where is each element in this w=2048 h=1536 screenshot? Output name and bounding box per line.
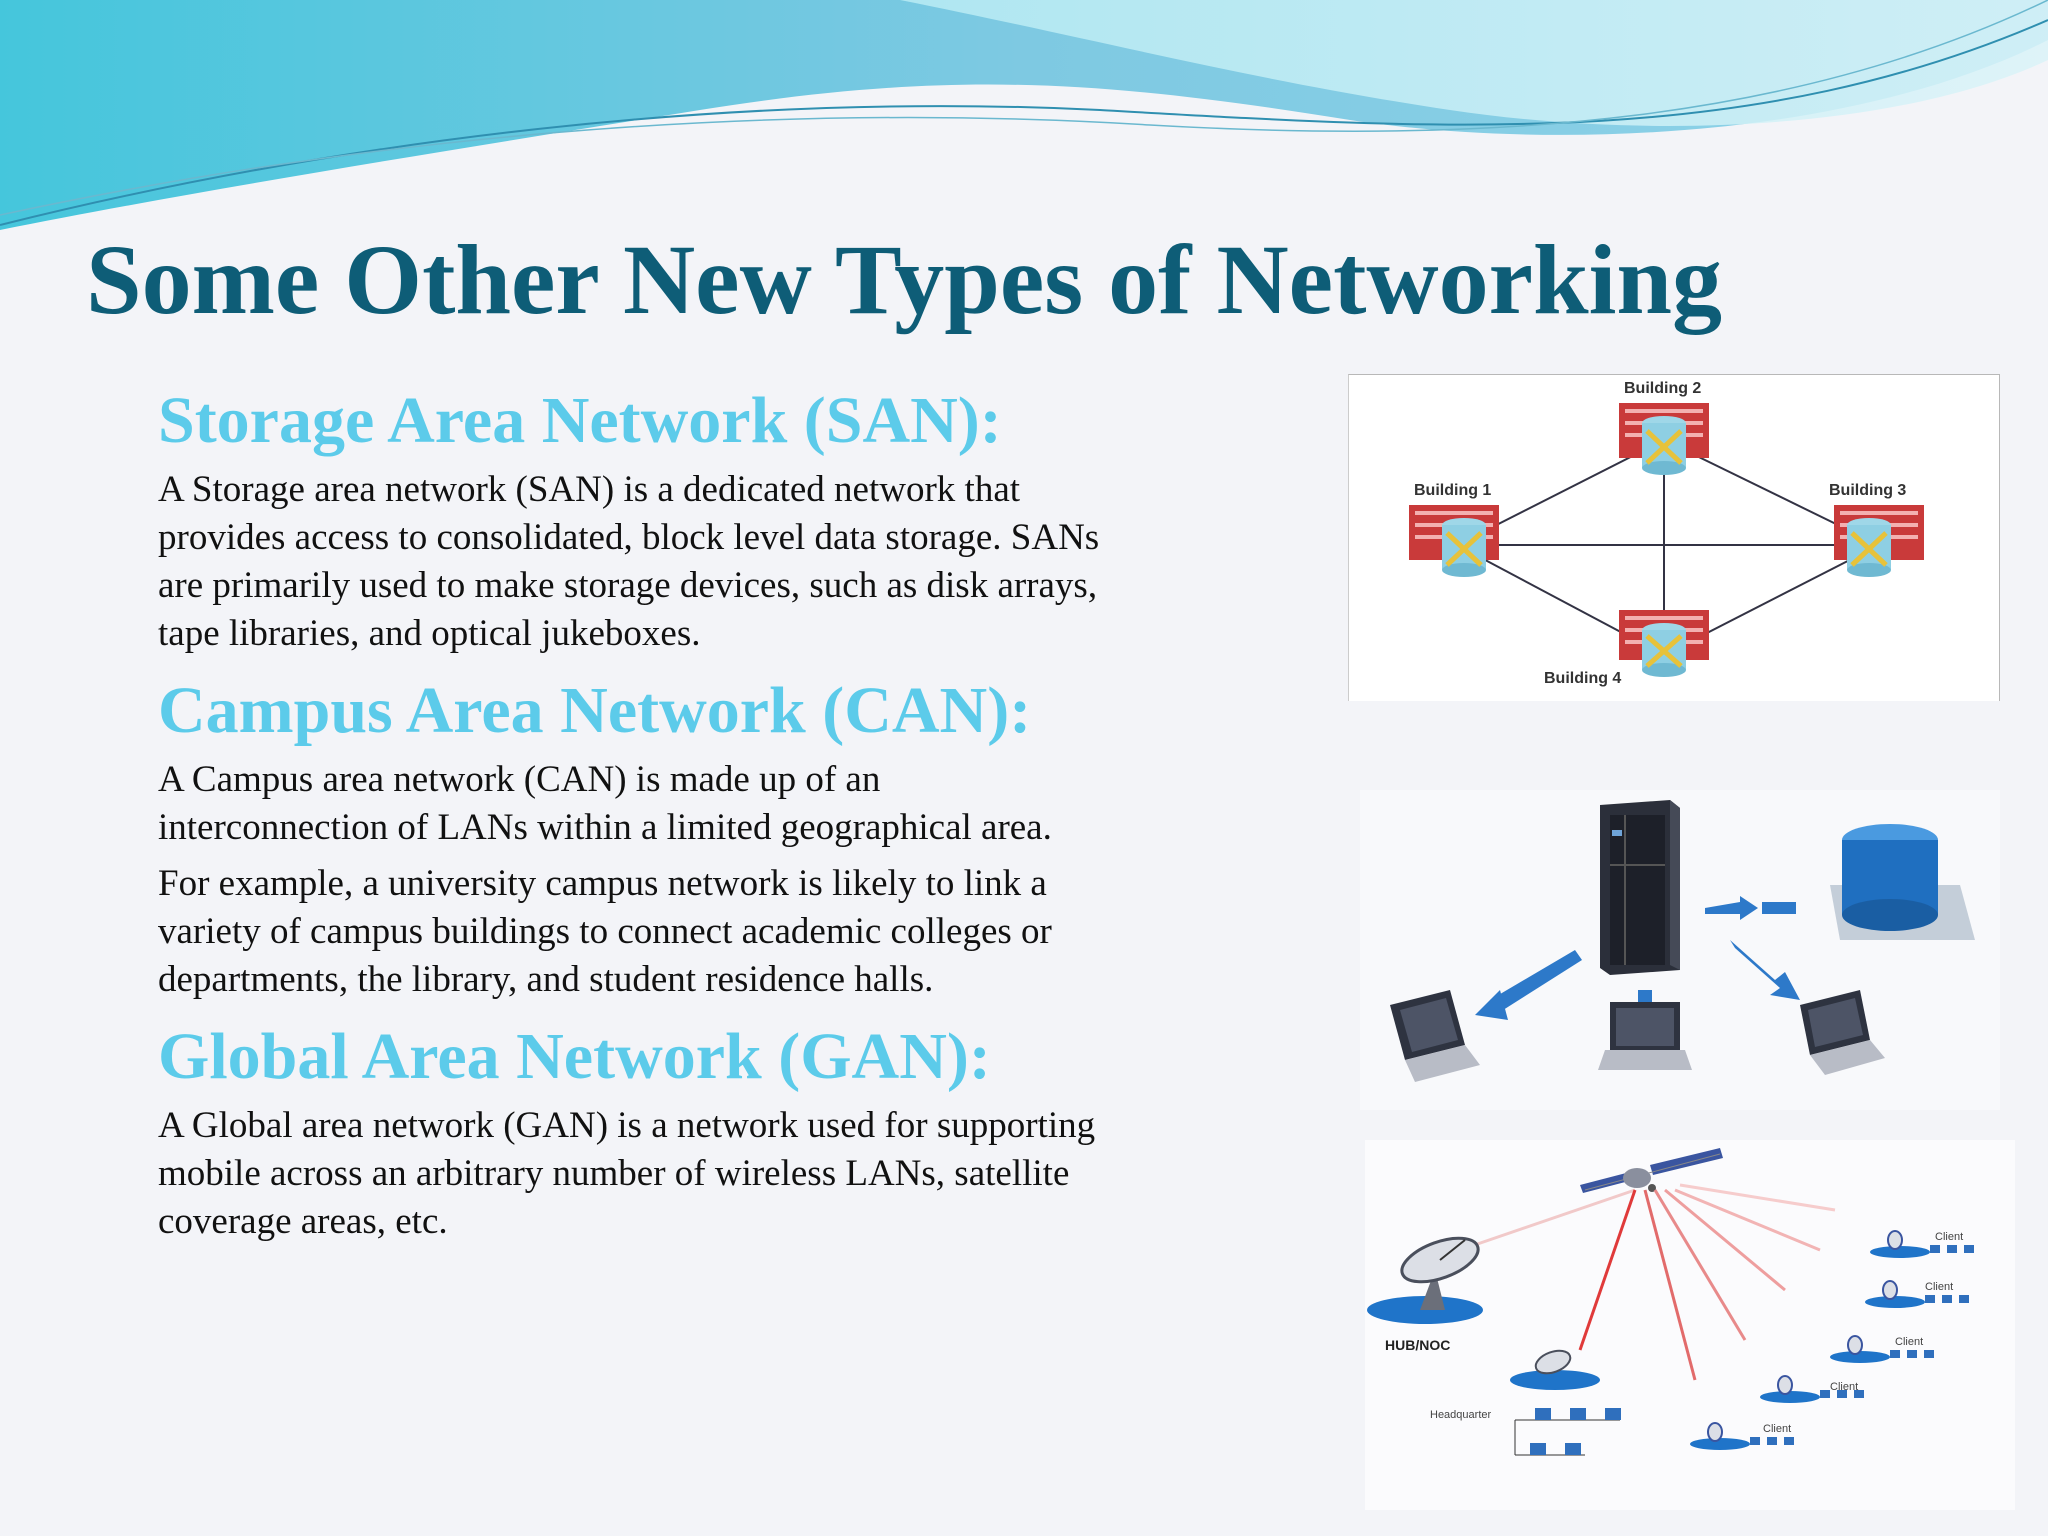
client-sites: Client Client Client Client	[1690, 1230, 1974, 1450]
client-label-3: Client	[1895, 1336, 1923, 1348]
slide-content: Storage Area Network (SAN): A Storage ar…	[158, 382, 1118, 1254]
hq-lan-icon	[1514, 1408, 1621, 1456]
laptop-center-icon	[1598, 1002, 1692, 1070]
hq-label: Headquarter	[1430, 1409, 1491, 1421]
building-1-icon	[1409, 505, 1499, 577]
building-4-label: Building 4	[1544, 670, 1621, 687]
satellite-icon	[1580, 1148, 1723, 1193]
server-tower-icon	[1600, 800, 1680, 975]
gan-paragraph: A Global area network (GAN) is a network…	[158, 1105, 1096, 1242]
building-1-label: Building 1	[1414, 482, 1491, 499]
building-3-label: Building 3	[1829, 482, 1906, 499]
can-paragraph-1: A Campus area network (CAN) is made up o…	[158, 759, 1052, 848]
hq-dish-icon	[1510, 1349, 1600, 1390]
can-paragraph-2: For example, a university campus network…	[158, 863, 1052, 1000]
can-heading: Campus Area Network (CAN):	[158, 674, 1032, 747]
building-4-icon	[1619, 610, 1709, 677]
laptop-left-icon	[1390, 990, 1480, 1082]
building-2-label: Building 2	[1624, 380, 1701, 397]
database-cylinder-icon	[1830, 824, 1975, 940]
header-wave-decoration	[0, 0, 2048, 230]
client-label-5: Client	[1763, 1423, 1791, 1435]
slide-title: Some Other New Types of Networking	[86, 224, 1722, 335]
client-label-2: Client	[1925, 1281, 1953, 1293]
san-heading: Storage Area Network (SAN):	[158, 384, 1002, 457]
client-label-4: Client	[1830, 1381, 1858, 1393]
laptop-right-icon	[1800, 990, 1885, 1075]
gan-heading: Global Area Network (GAN):	[158, 1020, 991, 1093]
san-paragraph: A Storage area network (SAN) is a dedica…	[158, 469, 1100, 654]
can-diagram-image	[1360, 790, 2000, 1110]
san-diagram-image: Building 2 Building 1 Building 3 Buildin…	[1348, 374, 2000, 701]
hub-dish-icon	[1367, 1236, 1483, 1324]
client-label-1: Client	[1935, 1231, 1963, 1243]
building-2-icon	[1619, 403, 1709, 475]
gan-diagram-image: HUB/NOC Headquarter Client	[1365, 1140, 2015, 1510]
hub-label: HUB/NOC	[1385, 1337, 1450, 1353]
signal-beams	[1459, 1183, 1836, 1381]
building-3-icon	[1834, 505, 1924, 577]
